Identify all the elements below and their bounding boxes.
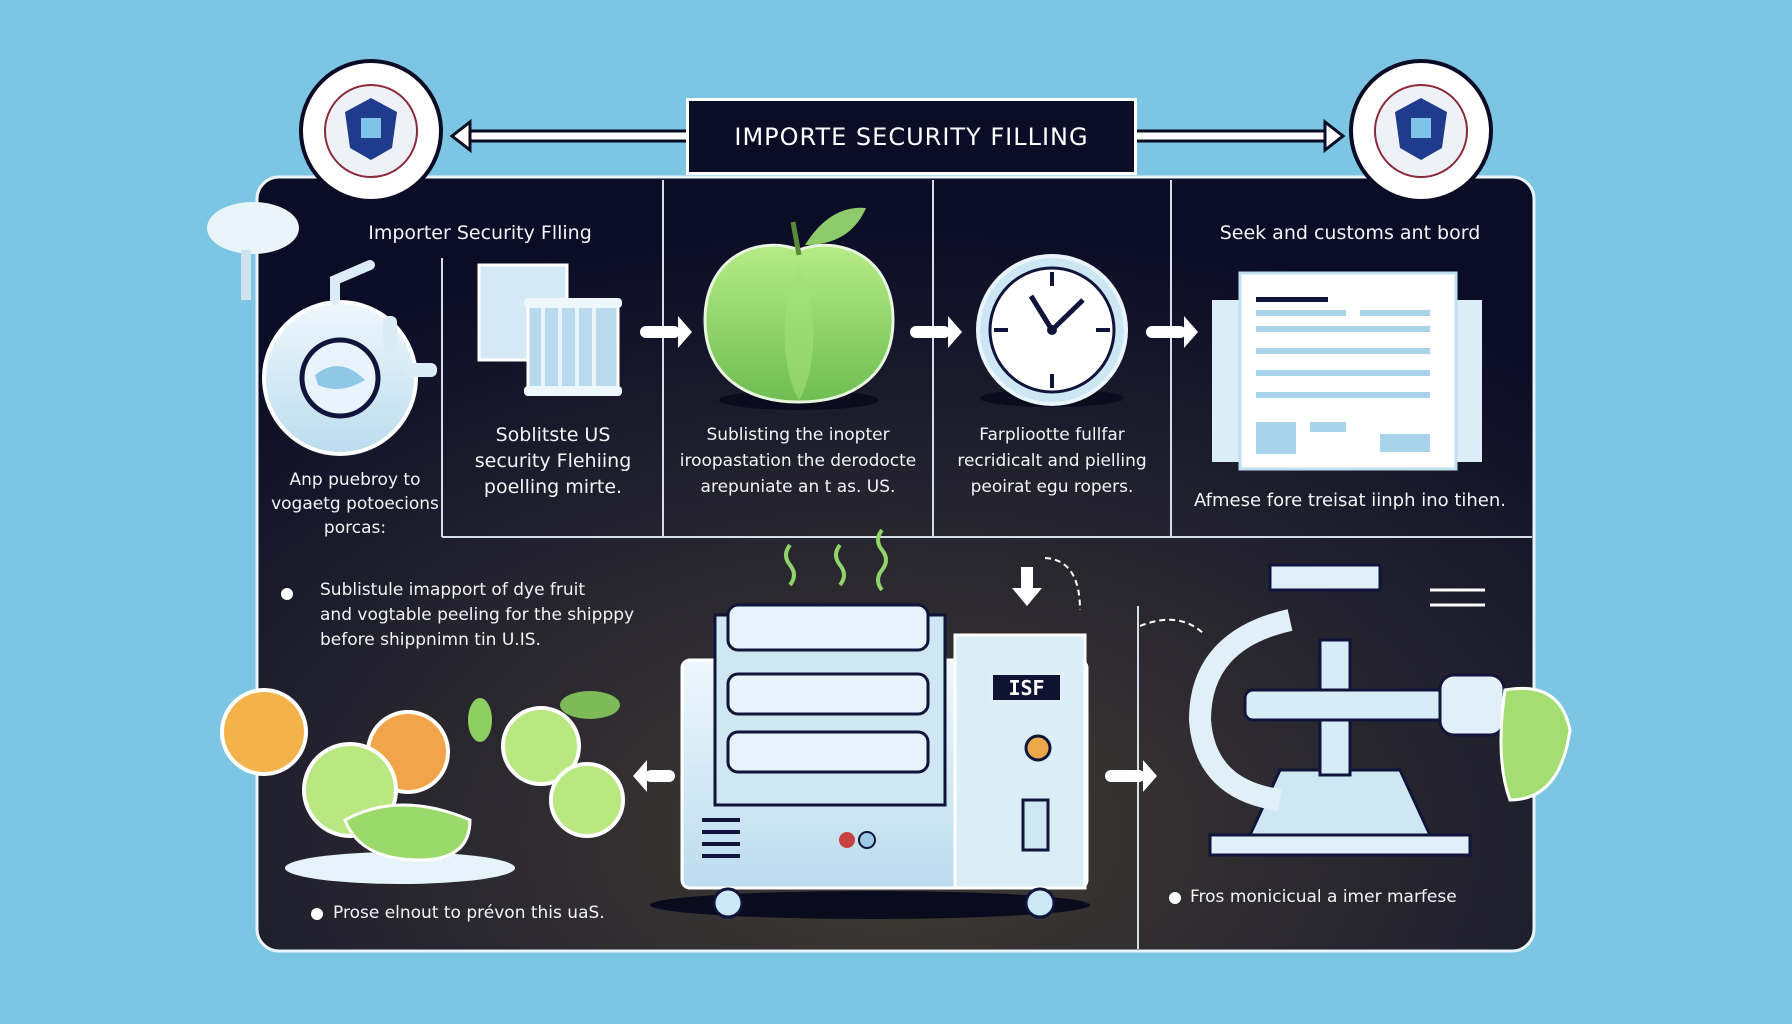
step-2-line: security Flehiing <box>474 450 632 472</box>
step-1-line: Anp puebroy to <box>289 470 421 490</box>
bullet-dot <box>281 588 293 600</box>
page-title: IMPORTE SECURITY FILLING <box>686 98 1137 175</box>
bottom-right-bullet-text: Fros monicicual a imer marfese <box>1190 887 1457 907</box>
containers-icon <box>477 263 622 396</box>
step-3-line: iroopastation the derodocte <box>679 451 917 471</box>
bullet-line: and vogtable peeling for the shipppy <box>320 605 635 625</box>
document-icon <box>1212 271 1482 471</box>
clock-icon <box>976 254 1128 407</box>
step-3-line: arepuniate an t as. US. <box>700 477 896 497</box>
bullet-line: Sublistule imapport of dye fruit <box>320 580 586 600</box>
bottom-left-bullet-text: Prose elnout to prévon this uaS. <box>333 903 605 923</box>
citrus-fruits-icon <box>220 688 625 884</box>
peeler-machine-icon <box>262 260 437 456</box>
bullet-dot <box>311 908 323 920</box>
step-1-heading: Importer Security Flling <box>368 222 592 244</box>
step-5-text: Afmese fore treisat iinph ino tihen. <box>1193 490 1507 511</box>
inspection-equipment-icon <box>1188 563 1572 857</box>
step-5-heading: Seek and customs ant bord <box>1219 222 1481 244</box>
steam-icon <box>784 528 888 592</box>
step-4-line: recridicalt and pielling <box>957 451 1147 471</box>
step-2-text: Soblitste US security Flehiing poelling … <box>447 422 659 500</box>
green-apple-icon <box>703 207 895 410</box>
seal-right-icon <box>1349 59 1493 203</box>
down-arrow-icon <box>1012 567 1042 606</box>
seal-left-icon <box>299 59 443 203</box>
lamp-icon <box>207 202 299 300</box>
step-4-text: Farpliootte fullfar recridicalt and piel… <box>936 422 1168 500</box>
machine-isf-label: ISF <box>990 672 1063 703</box>
peeling-machine-icon <box>650 603 1090 919</box>
bullet-line: before shippnimn tin U.IS. <box>320 630 541 650</box>
step-2-line: poelling mirte. <box>483 476 623 498</box>
main-bullet-text: Sublistule imapport of dye fruit and vog… <box>320 578 634 653</box>
column-dividers <box>441 180 1532 949</box>
bullet-dot <box>1169 892 1181 904</box>
step-4-line: Farpliootte fullfar <box>979 425 1125 445</box>
step-1-line: vogaetg potoecions <box>271 494 439 514</box>
step-2-line: Soblitste US <box>495 424 611 446</box>
step-3-text: Sublisting the inopter iroopastation the… <box>666 422 930 500</box>
step-3-line: Sublisting the inopter <box>706 425 890 445</box>
step-1-line: porcas: <box>323 518 387 538</box>
step-4-line: peoirat egu ropers. <box>970 477 1134 497</box>
step-arrows <box>633 316 1198 792</box>
step-1-text: Anp puebroy to vogaetg potoecions porcas… <box>250 468 460 540</box>
